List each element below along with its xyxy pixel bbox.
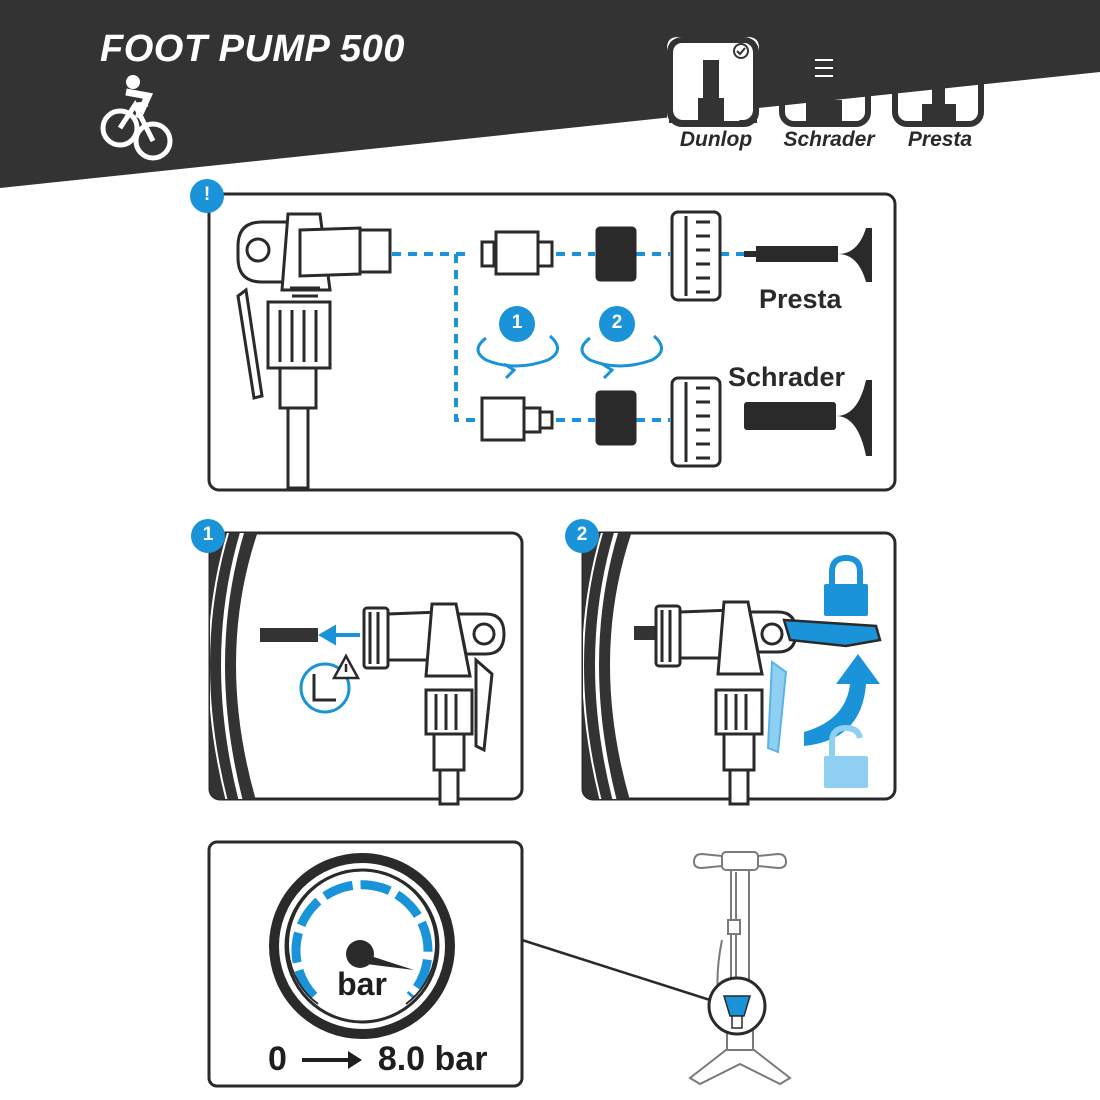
- pressure-range-start: 0: [268, 1040, 287, 1078]
- valve-stem-step2: [634, 626, 658, 640]
- presta-label: Presta: [759, 284, 842, 314]
- step1-badge-label: 1: [202, 524, 214, 545]
- valve-icon-schrader: [779, 37, 871, 127]
- valve-stem: [260, 628, 318, 642]
- assembly-guide-lines: [392, 252, 750, 422]
- step1-badge: [191, 519, 225, 553]
- rotation-step-label-2: 2: [611, 312, 623, 333]
- rotation-step-badge-1: [499, 306, 535, 342]
- header-band: [0, 0, 1100, 188]
- rotation-arrow-2: [580, 334, 663, 380]
- step2-badge-label: 2: [576, 524, 588, 545]
- push-arrow-icon: [318, 624, 360, 646]
- lever-closed: [782, 618, 882, 648]
- valve-icon-dunlop: [667, 37, 759, 127]
- rotation-step-label-1: 1: [511, 312, 523, 333]
- valve-label-presta: Presta: [907, 128, 973, 151]
- valve-label-schrader: Schrader: [783, 128, 875, 151]
- pump-head-illustration: [236, 212, 392, 490]
- tire-illustration: [210, 533, 262, 799]
- lift-arrow-icon: [804, 654, 880, 746]
- adapter-parts-presta: [480, 210, 722, 302]
- warning-triangle-icon: [331, 653, 361, 680]
- page-title: FOOT PUMP 500: [100, 28, 405, 70]
- schrader-label: Schrader: [728, 362, 846, 392]
- lever-open: [766, 660, 788, 754]
- floor-pump-illustration: [688, 851, 792, 1086]
- lock-open-icon: [824, 724, 868, 788]
- adapter-parts-schrader: [480, 376, 722, 468]
- gauge-unit-label: bar: [337, 966, 387, 1002]
- schrader-valve: [744, 380, 872, 456]
- presta-valve: [744, 228, 872, 282]
- rotation-step-badge-2: [599, 306, 635, 342]
- angle-warning-icon: [299, 662, 351, 714]
- pressure-range: 0 8.0 bar: [268, 1040, 487, 1079]
- warning-badge: [190, 179, 224, 213]
- range-arrow-icon: [302, 1051, 363, 1069]
- lock-closed-icon: [824, 554, 868, 616]
- valve-icon-presta: [892, 37, 984, 127]
- callout-line: [521, 938, 711, 1002]
- pressure-gauge-icon: [269, 853, 455, 1039]
- tire-illustration-step2: [583, 533, 636, 799]
- rotation-arrow-1: [476, 334, 559, 380]
- step2-badge: [565, 519, 599, 553]
- pump-head-step1: [362, 602, 506, 806]
- valve-label-dunlop: Dunlop: [679, 128, 753, 151]
- warning-badge-label: !: [203, 184, 211, 205]
- floor-pump-gauge: [722, 995, 752, 1017]
- pressure-range-end: 8.0 bar: [377, 1040, 488, 1078]
- cyclist-icon: [100, 75, 173, 161]
